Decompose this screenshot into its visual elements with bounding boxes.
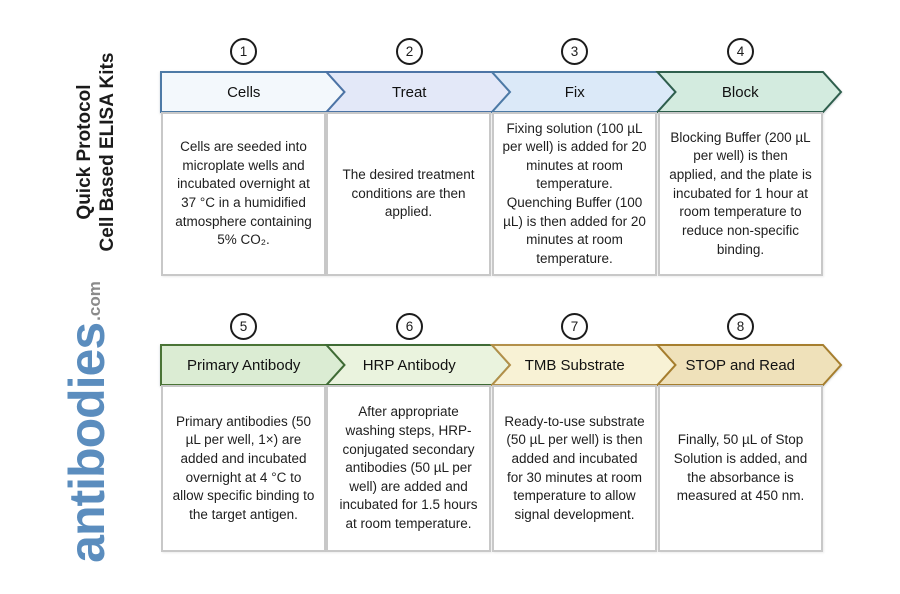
description-box-tmb-substrate: Ready-to-use substrate (50 µL per well) … <box>492 385 657 552</box>
description-box-treat: The desired treatment conditions are the… <box>326 112 491 276</box>
brand-logo: antibodies .com <box>59 267 117 577</box>
banner-label-stop-and-read: STOP and Read <box>685 357 795 374</box>
step-circle-7: 7 <box>561 313 588 340</box>
banner-label-hrp-antibody: HRP Antibody <box>363 357 457 374</box>
brand-logo-name: antibodies <box>59 322 115 563</box>
banner-label-fix: Fix <box>565 84 585 101</box>
description-text-treat: The desired treatment conditions are the… <box>342 167 475 220</box>
banner-label-block: Block <box>722 84 759 101</box>
description-box-primary-antibody: Primary antibodies (50 µL per well, 1×) … <box>161 385 326 552</box>
banner-row-1: Cells Treat Fix Block <box>160 71 843 113</box>
description-box-block: Blocking Buffer (200 µL per well) is the… <box>658 112 823 276</box>
description-box-fix: Fixing solution (100 µL per well) is add… <box>492 112 657 276</box>
banner-label-tmb-substrate: TMB Substrate <box>525 357 625 374</box>
step-circle-6: 6 <box>396 313 423 340</box>
description-text-hrp-antibody: After appropriate washing steps, HRP-con… <box>339 404 478 532</box>
description-text-cells: Cells are seeded into microplate wells a… <box>175 139 312 248</box>
description-text-fix: Fixing solution (100 µL per well) is add… <box>502 120 647 266</box>
page-title-line2: Quick Protocol <box>74 84 95 220</box>
description-text-stop-and-read: Finally, 50 µL of Stop Solution is added… <box>673 432 808 504</box>
step-circle-3: 3 <box>561 38 588 65</box>
description-box-hrp-antibody: After appropriate washing steps, HRP-con… <box>326 385 491 552</box>
step-circle-5: 5 <box>230 313 257 340</box>
banner-row-2: Primary Antibody HRP Antibody TMB Substr… <box>160 344 843 386</box>
description-box-stop-and-read: Finally, 50 µL of Stop Solution is added… <box>658 385 823 552</box>
page-title: Cell Based ELISA Kits Quick Protocol <box>73 22 119 282</box>
brand-logo-suffix: .com <box>85 281 104 321</box>
description-text-tmb-substrate: Ready-to-use substrate (50 µL per well) … <box>504 413 645 522</box>
description-text-block: Blocking Buffer (200 µL per well) is the… <box>669 129 812 257</box>
step-circle-1: 1 <box>230 38 257 65</box>
banner-label-cells: Cells <box>227 84 260 101</box>
banner-shape-stop-and-read <box>655 344 843 386</box>
step-circle-4: 4 <box>727 38 754 65</box>
description-box-cells: Cells are seeded into microplate wells a… <box>161 112 326 276</box>
description-text-primary-antibody: Primary antibodies (50 µL per well, 1×) … <box>172 413 315 522</box>
banner-label-primary-antibody: Primary Antibody <box>187 357 301 374</box>
page-title-line1: Cell Based ELISA Kits <box>97 52 118 252</box>
step-circle-8: 8 <box>727 313 754 340</box>
banner-shape-block <box>655 71 843 113</box>
step-circle-2: 2 <box>396 38 423 65</box>
banner-label-treat: Treat <box>392 84 427 101</box>
